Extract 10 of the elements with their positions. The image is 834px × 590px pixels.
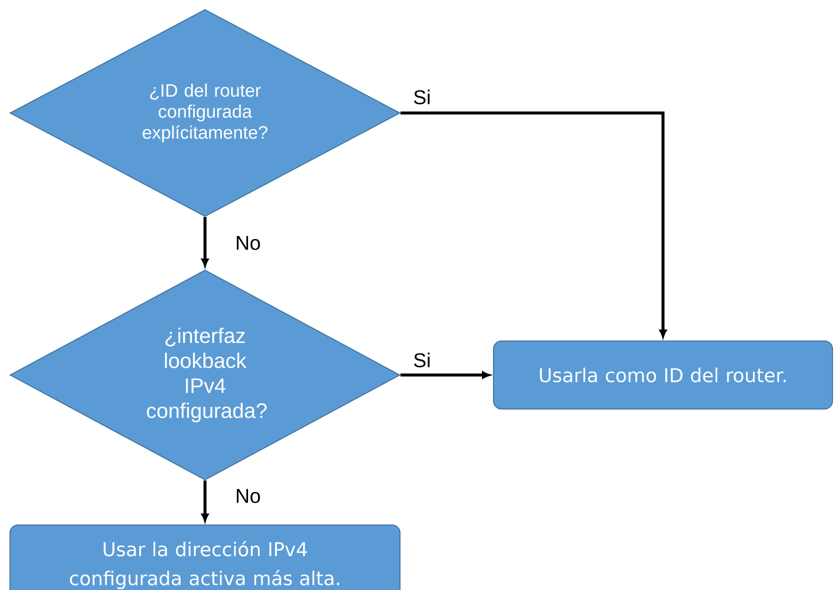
arrow [201, 217, 209, 266]
process-box: Usarla como ID del router. [493, 340, 833, 410]
edge-label: Si [412, 88, 432, 106]
process-box: Usar la dirección IPv4 configurada activa más alta. [10, 524, 400, 590]
arrow [201, 480, 209, 522]
edge-label: No [234, 488, 262, 504]
arrow [400, 112, 667, 338]
edge-label: No [234, 235, 262, 251]
arrow [400, 371, 490, 379]
edge-label: Si [412, 352, 432, 368]
